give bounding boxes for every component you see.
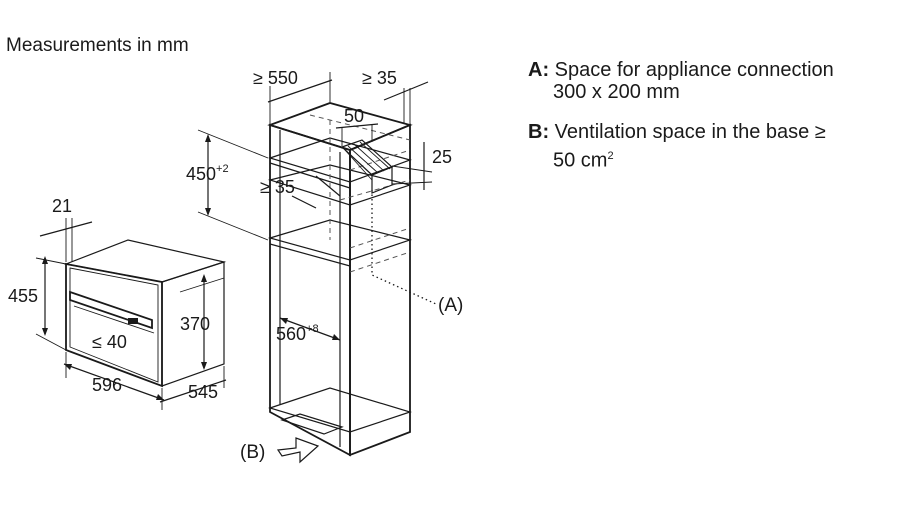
legend-b-key: B: [528,121,550,143]
legend-a-key: A: [528,59,550,81]
oven-dimensions: 21 455 370 ≤ 40 596 545 [8,196,227,410]
legend-a-line2: 300 x 200 mm [553,81,680,103]
dim-50: 50 [344,106,364,126]
dim-596: 596 [92,375,122,395]
dim-min35-top: ≥ 35 [362,68,397,88]
dim-min35-mid: ≥ 35 [260,177,295,197]
dim-21: 21 [52,196,72,216]
oven-drawing [63,239,227,388]
callout-a: (A) [438,295,463,316]
cabinet-dimensions: ≥ 550 ≥ 35 50 25 450+2 ≥ 35 560+8 [186,68,452,344]
dim-370: 370 [180,314,210,334]
legend-b-line2: 50 cm [553,149,608,172]
dim-450: 450+2 [186,163,229,184]
dim-455: 455 [8,286,38,306]
dim-max40: ≤ 40 [92,332,127,352]
dim-25: 25 [432,147,452,167]
cabinet-drawing [267,102,437,464]
dim-560: 560+8 [276,323,319,344]
dim-min550: ≥ 550 [253,68,298,88]
dim-545: 545 [188,382,218,402]
legend-a: A: Space for appliance connection 300 x … [528,59,834,103]
ventilation-arrow [276,437,320,464]
legend-b: B: Ventilation space in the base ≥ 50 cm… [528,121,826,172]
callout-b: (B) [240,442,265,463]
diagram-title: Measurements in mm [6,35,189,56]
legend-b-line1: Ventilation space in the base ≥ [554,121,826,143]
legend-a-line1: Space for appliance connection [554,59,834,81]
legend-b-line2-sup: 2 [607,150,614,162]
